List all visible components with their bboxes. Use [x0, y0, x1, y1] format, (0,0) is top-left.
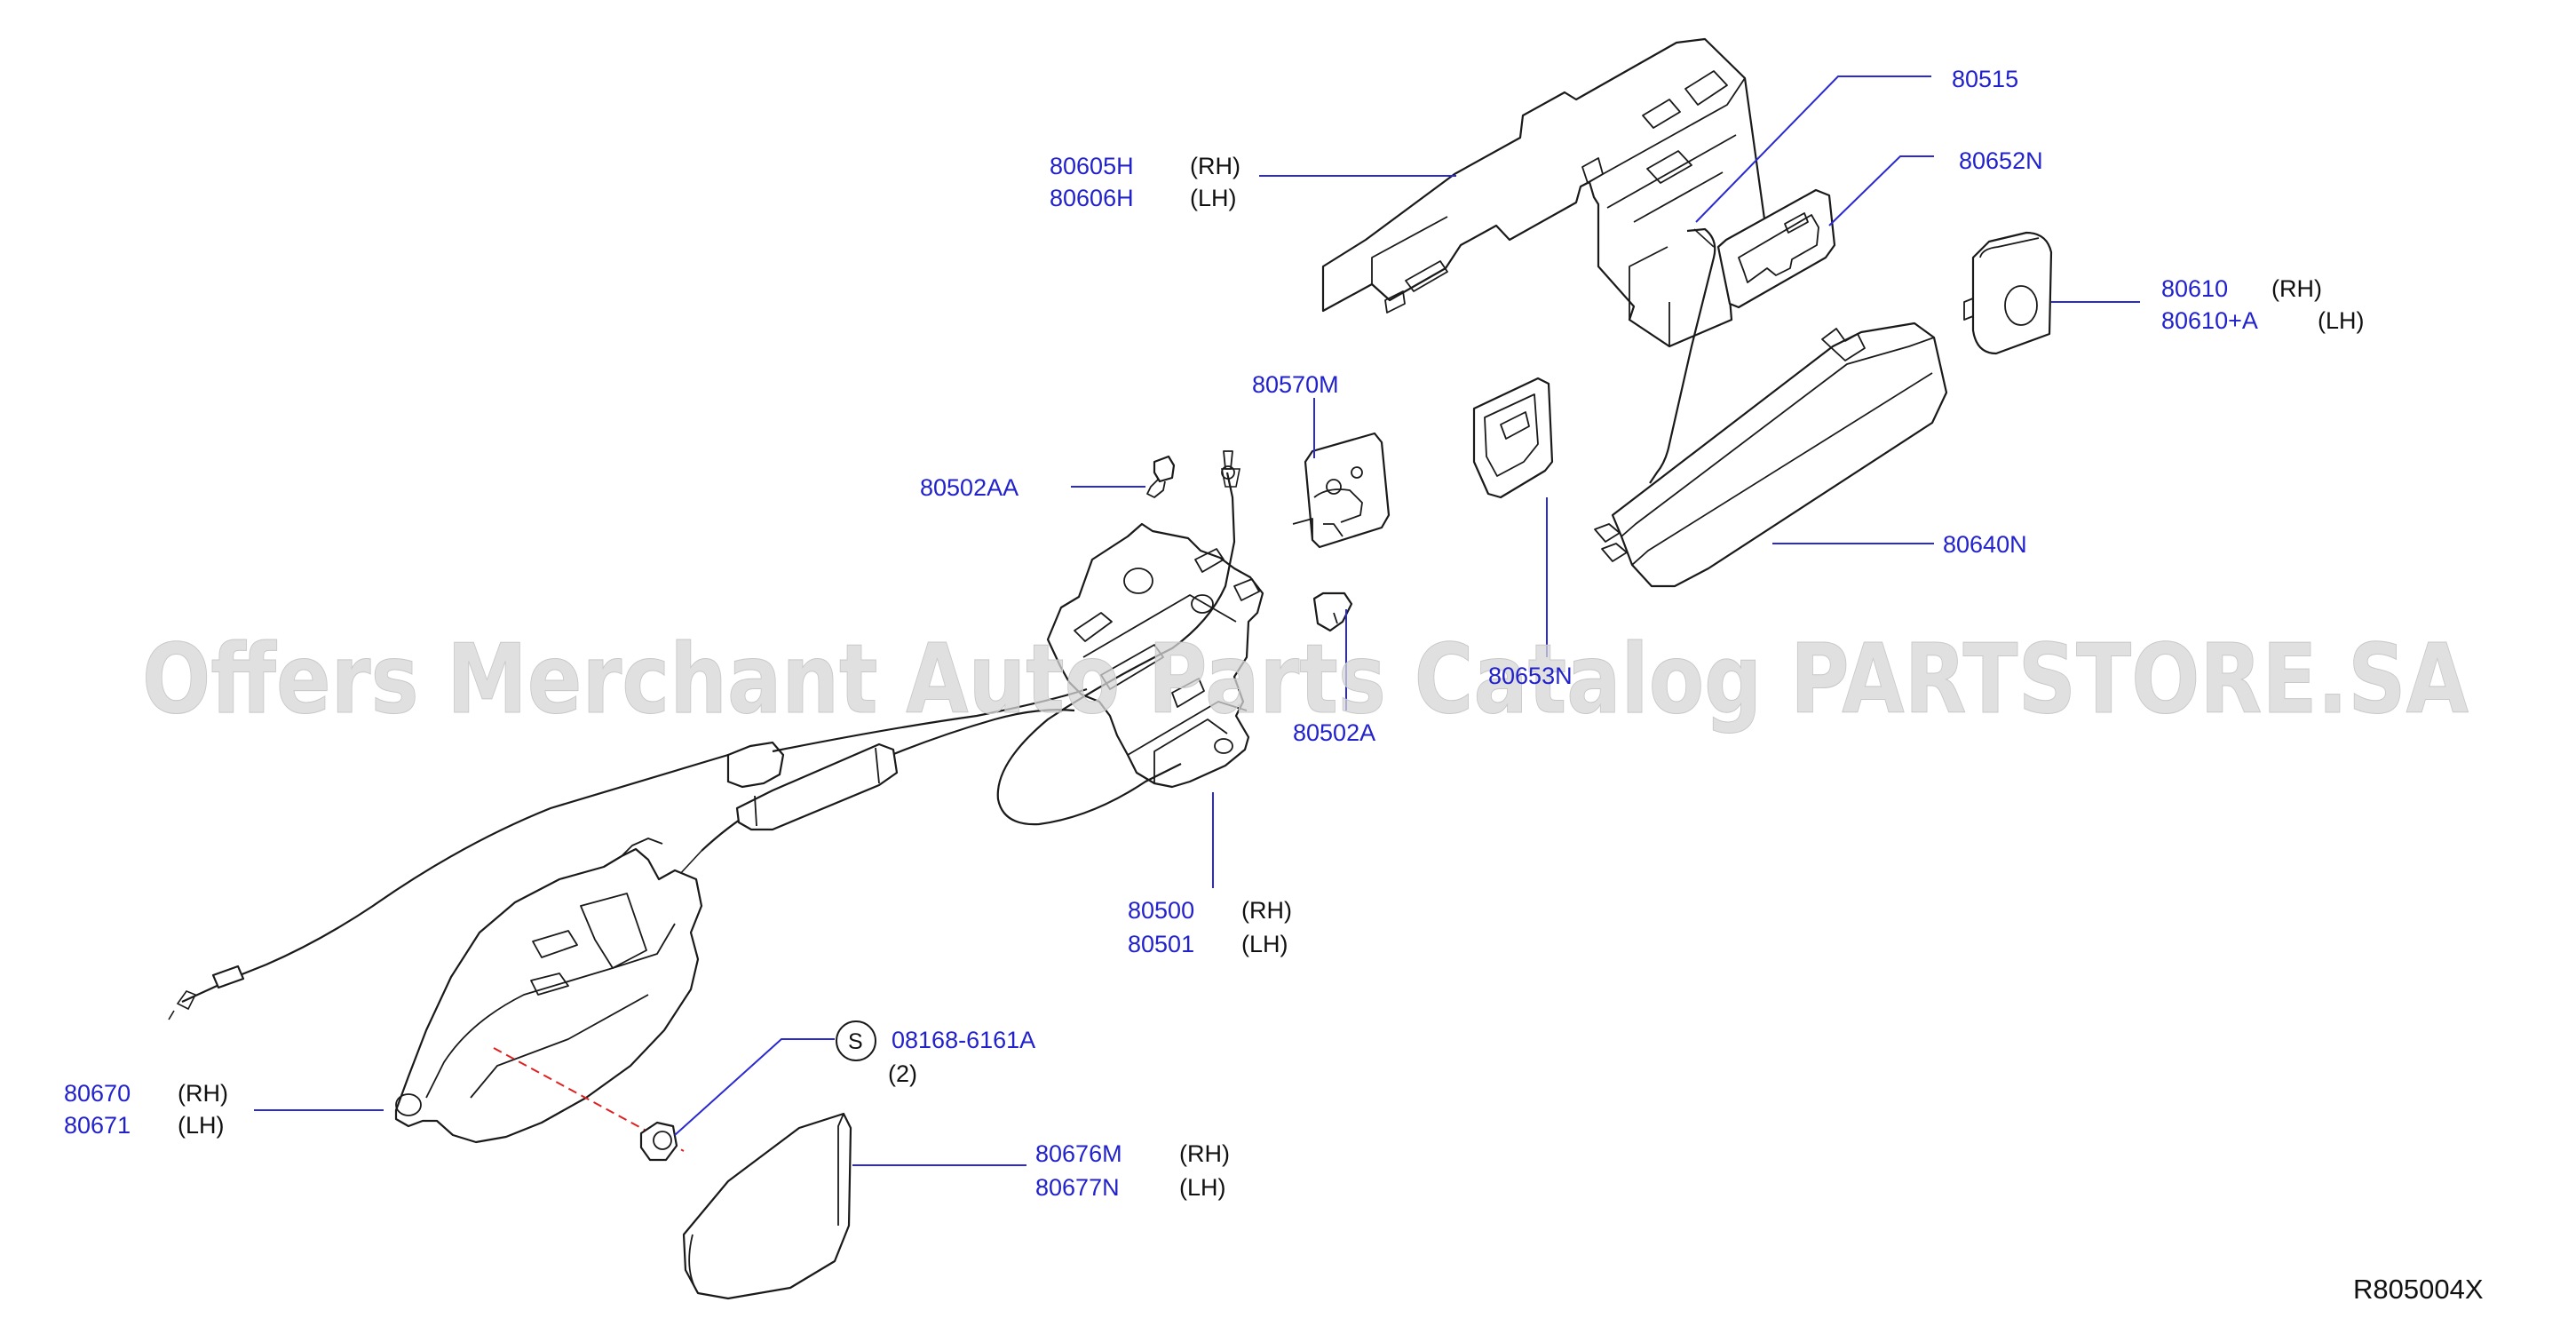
- part-number-80610[interactable]: 80610: [2161, 275, 2228, 302]
- striker-drawing: [1292, 432, 1391, 549]
- screw-upper-drawing: [1146, 455, 1176, 498]
- quantity-label: (2): [888, 1060, 917, 1087]
- escutcheon-drawing: [1963, 231, 2053, 355]
- alignment-dashed-line: [493, 1047, 685, 1152]
- callout-80502aa[interactable]: 80502AA: [920, 474, 1019, 501]
- callout-80570[interactable]: 80570M: [1252, 371, 1339, 398]
- part-number-80502aa[interactable]: 80502AA: [920, 474, 1019, 501]
- part-number-80570m[interactable]: 80570M: [1252, 371, 1339, 398]
- callout-80500[interactable]: 80500 (RH) 80501 (LH): [1128, 897, 1292, 957]
- callout-80605[interactable]: 80605H (RH) 80606H (LH): [1050, 153, 1240, 211]
- part-number-80676m[interactable]: 80676M: [1035, 1140, 1122, 1167]
- watermark-text: Offers Merchant Auto Parts Catalog PARTS…: [142, 624, 2469, 735]
- part-number-80653n[interactable]: 80653N: [1488, 663, 1573, 689]
- part-number-80501[interactable]: 80501: [1128, 931, 1194, 957]
- outside-handle-grip-drawing: [1594, 322, 1948, 588]
- side-rh: (RH): [1241, 897, 1292, 924]
- part-number-80502a[interactable]: 80502A: [1293, 719, 1375, 746]
- inside-handle-cables-drawing: [168, 687, 1088, 1020]
- rod-drawing: [1649, 227, 1716, 484]
- inside-handle-escutcheon-drawing: [682, 1112, 852, 1300]
- leader-80515: [1695, 75, 1931, 223]
- callout-80640[interactable]: 80640N: [1943, 531, 2027, 558]
- callout-80502a[interactable]: 80502A: [1293, 719, 1375, 746]
- part-number-80671[interactable]: 80671: [64, 1112, 131, 1139]
- screw-inside-handle-drawing: [639, 1121, 678, 1162]
- gasket-front-drawing: [1716, 188, 1836, 309]
- part-number-80610a[interactable]: 80610+A: [2161, 307, 2258, 334]
- leader-lines: [254, 75, 2140, 1166]
- inside-handle-drawing: [394, 838, 703, 1144]
- part-number-08168-6161a[interactable]: 08168-6161A: [892, 1027, 1035, 1053]
- side-rh: (RH): [1179, 1140, 1230, 1167]
- callout-80652[interactable]: 80652N: [1959, 147, 2043, 174]
- diagram-id-label: R805004X: [2353, 1274, 2484, 1305]
- part-number-80652n[interactable]: 80652N: [1959, 147, 2043, 174]
- leader-80652: [1828, 155, 1934, 226]
- side-rh: (RH): [1190, 153, 1240, 179]
- callout-80515[interactable]: 80515: [1952, 66, 2018, 92]
- callout-80610[interactable]: 80610 (RH) 80610+A (LH): [2161, 275, 2365, 334]
- callout-80653[interactable]: 80653N: [1488, 663, 1573, 689]
- door-lock-actuator-drawing: [1046, 522, 1264, 789]
- part-number-80670[interactable]: 80670: [64, 1080, 131, 1107]
- callout-80676[interactable]: 80676M (RH) 80677N (LH): [1035, 1140, 1230, 1201]
- side-lh: (LH): [1179, 1174, 1226, 1201]
- side-lh: (LH): [178, 1112, 225, 1139]
- leader-08168: [674, 1038, 835, 1136]
- side-rh: (RH): [2271, 275, 2322, 302]
- side-lh: (LH): [1241, 931, 1288, 957]
- actuator-cable-loop-drawing: [996, 450, 1240, 826]
- part-number-80606h[interactable]: 80606H: [1050, 185, 1134, 211]
- s-symbol-circle: [836, 1020, 876, 1061]
- part-number-80677n[interactable]: 80677N: [1035, 1174, 1120, 1201]
- side-lh: (LH): [1190, 185, 1237, 211]
- s-symbol-text: S: [848, 1029, 863, 1054]
- outside-handle-bracket-drawing: [1321, 37, 1769, 348]
- callout-08168[interactable]: S 08168-6161A (2): [836, 1020, 1035, 1087]
- callout-80670[interactable]: 80670 (RH) 80671 (LH): [64, 1080, 228, 1139]
- part-number-80640n[interactable]: 80640N: [1943, 531, 2027, 558]
- part-number-80605h[interactable]: 80605H: [1050, 153, 1134, 179]
- part-number-80515[interactable]: 80515: [1952, 66, 2018, 92]
- side-rh: (RH): [178, 1080, 228, 1107]
- side-lh: (LH): [2318, 307, 2365, 334]
- part-number-80500[interactable]: 80500: [1128, 897, 1194, 924]
- gasket-rear-drawing: [1472, 377, 1554, 499]
